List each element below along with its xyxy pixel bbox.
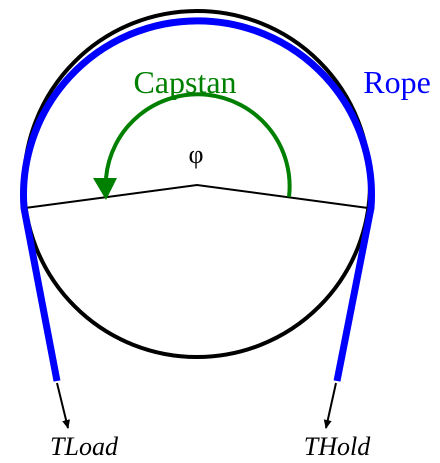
hold-tension-arrow [323,382,337,429]
rope-label: Rope [363,64,431,100]
load-tension-arrow [56,382,70,429]
angle-radii [24,183,369,209]
hold-tension-label: THold [304,432,371,461]
rope [20,17,375,382]
angle-arrowhead [93,178,117,200]
angle-arc [104,92,292,198]
angle-label: φ [188,140,203,169]
capstan-label: Capstan [133,64,236,100]
load-tension-label: TLoad [50,432,119,461]
